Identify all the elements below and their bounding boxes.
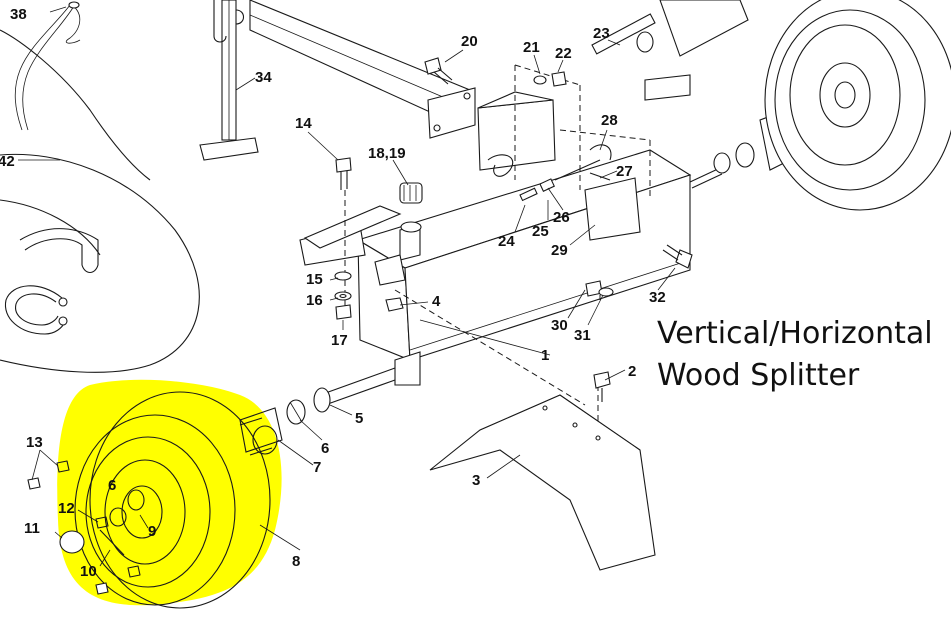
callout-31: 31 — [574, 327, 591, 344]
callout-16: 16 — [306, 292, 323, 309]
callout-22: 22 — [555, 45, 572, 62]
callout-14: 14 — [295, 115, 312, 132]
callout-24: 24 — [498, 233, 515, 250]
callout-42: 42 — [0, 153, 15, 170]
highlighted-wheel-8 — [27, 379, 283, 609]
callout-28: 28 — [601, 112, 618, 129]
knob-18-19 — [399, 182, 423, 204]
callout-30: 30 — [551, 317, 568, 334]
callout-3: 3 — [472, 472, 480, 489]
callout-labels: 1 2 3 4 5 6 7 8 9 6 10 11 12 13 14 15 16… — [0, 6, 666, 580]
callout-17: 17 — [331, 332, 348, 349]
callout-29: 29 — [551, 242, 568, 259]
callout-20: 20 — [461, 33, 478, 50]
diagram-title-line-2: Wood Splitter — [657, 358, 860, 393]
callout-13: 13 — [26, 434, 43, 451]
tongue-beam — [249, 0, 476, 139]
right-wheel — [764, 0, 951, 211]
callout-9: 9 — [148, 523, 156, 540]
fender-3 — [429, 371, 656, 571]
bolt-14-washers — [334, 157, 352, 320]
diagram-title-line-1: Vertical/Horizontal — [657, 316, 933, 351]
stand-leg — [199, 0, 259, 161]
nut-4 — [385, 297, 404, 312]
callout-6-wheel: 6 — [108, 477, 116, 494]
callout-4: 4 — [432, 293, 441, 310]
callout-7: 7 — [313, 459, 321, 476]
callout-18-19: 18,19 — [368, 145, 406, 162]
callout-34: 34 — [255, 69, 272, 86]
callout-27: 27 — [616, 163, 633, 180]
callout-5: 5 — [355, 410, 363, 427]
callout-38: 38 — [10, 6, 27, 23]
callout-32: 32 — [649, 289, 666, 306]
callout-10: 10 — [80, 563, 97, 580]
left-axle-stub — [286, 367, 396, 425]
main-frame — [299, 74, 692, 386]
callout-2: 2 — [628, 363, 636, 380]
callout-1: 1 — [541, 347, 549, 364]
callout-6: 6 — [321, 440, 329, 457]
callout-25: 25 — [532, 223, 549, 240]
callout-leaders — [18, 6, 676, 567]
bolt-32-nut-30-washer-31 — [585, 244, 693, 297]
hitch-hardware — [533, 13, 656, 87]
retaining-ring-detail — [4, 228, 99, 335]
callout-12: 12 — [58, 500, 75, 517]
callout-11: 11 — [24, 520, 40, 537]
bolt-20 — [424, 57, 453, 85]
callout-8: 8 — [292, 553, 300, 570]
callout-15: 15 — [306, 271, 323, 288]
callout-23: 23 — [593, 25, 610, 42]
callout-21: 21 — [523, 39, 540, 56]
left-wheel-outline — [0, 29, 200, 373]
safety-chain — [14, 1, 81, 131]
callout-26: 26 — [553, 209, 570, 226]
top-fender — [659, 0, 749, 57]
pin-assembly — [519, 144, 612, 202]
